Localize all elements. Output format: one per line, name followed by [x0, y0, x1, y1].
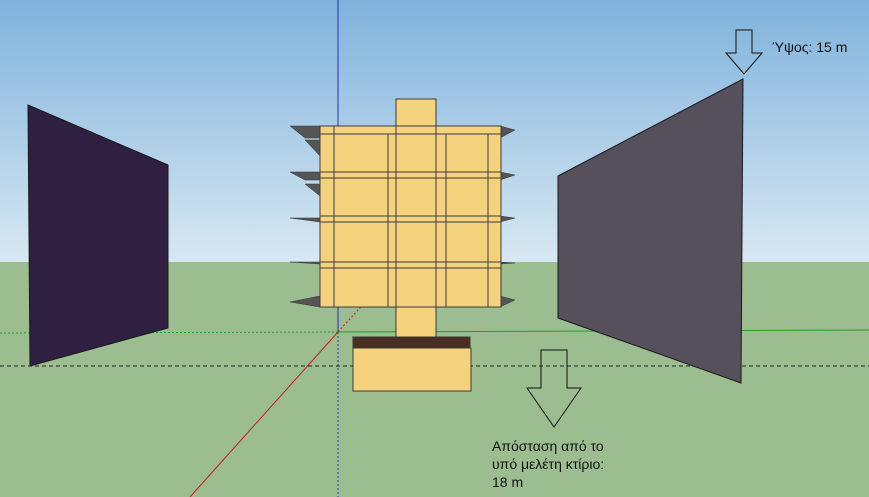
red-axis	[189, 331, 339, 497]
distance-annotation-line1: Απόσταση από το	[492, 438, 604, 454]
distance-annotation-line2: υπό μελέτη κτίριο:	[492, 456, 605, 472]
distance-arrow-icon	[526, 349, 582, 428]
distance-annotation-line3: 18 m	[492, 474, 524, 490]
building-base-top	[352, 336, 471, 349]
building-base	[352, 347, 472, 392]
building-roof-block	[395, 98, 437, 127]
right-obstruction-panel[interactable]	[557, 78, 744, 384]
building-floor-lines	[320, 133, 501, 269]
height-annotation: Ύψος: 15 m	[772, 39, 848, 55]
distance-annotation: Απόσταση από το υπό μελέτη κτίριο: 18 m	[492, 437, 604, 491]
building-column-lines	[333, 126, 489, 307]
height-arrow-icon	[724, 29, 764, 75]
building[interactable]	[319, 98, 502, 392]
left-obstruction-panel[interactable]	[27, 104, 169, 367]
